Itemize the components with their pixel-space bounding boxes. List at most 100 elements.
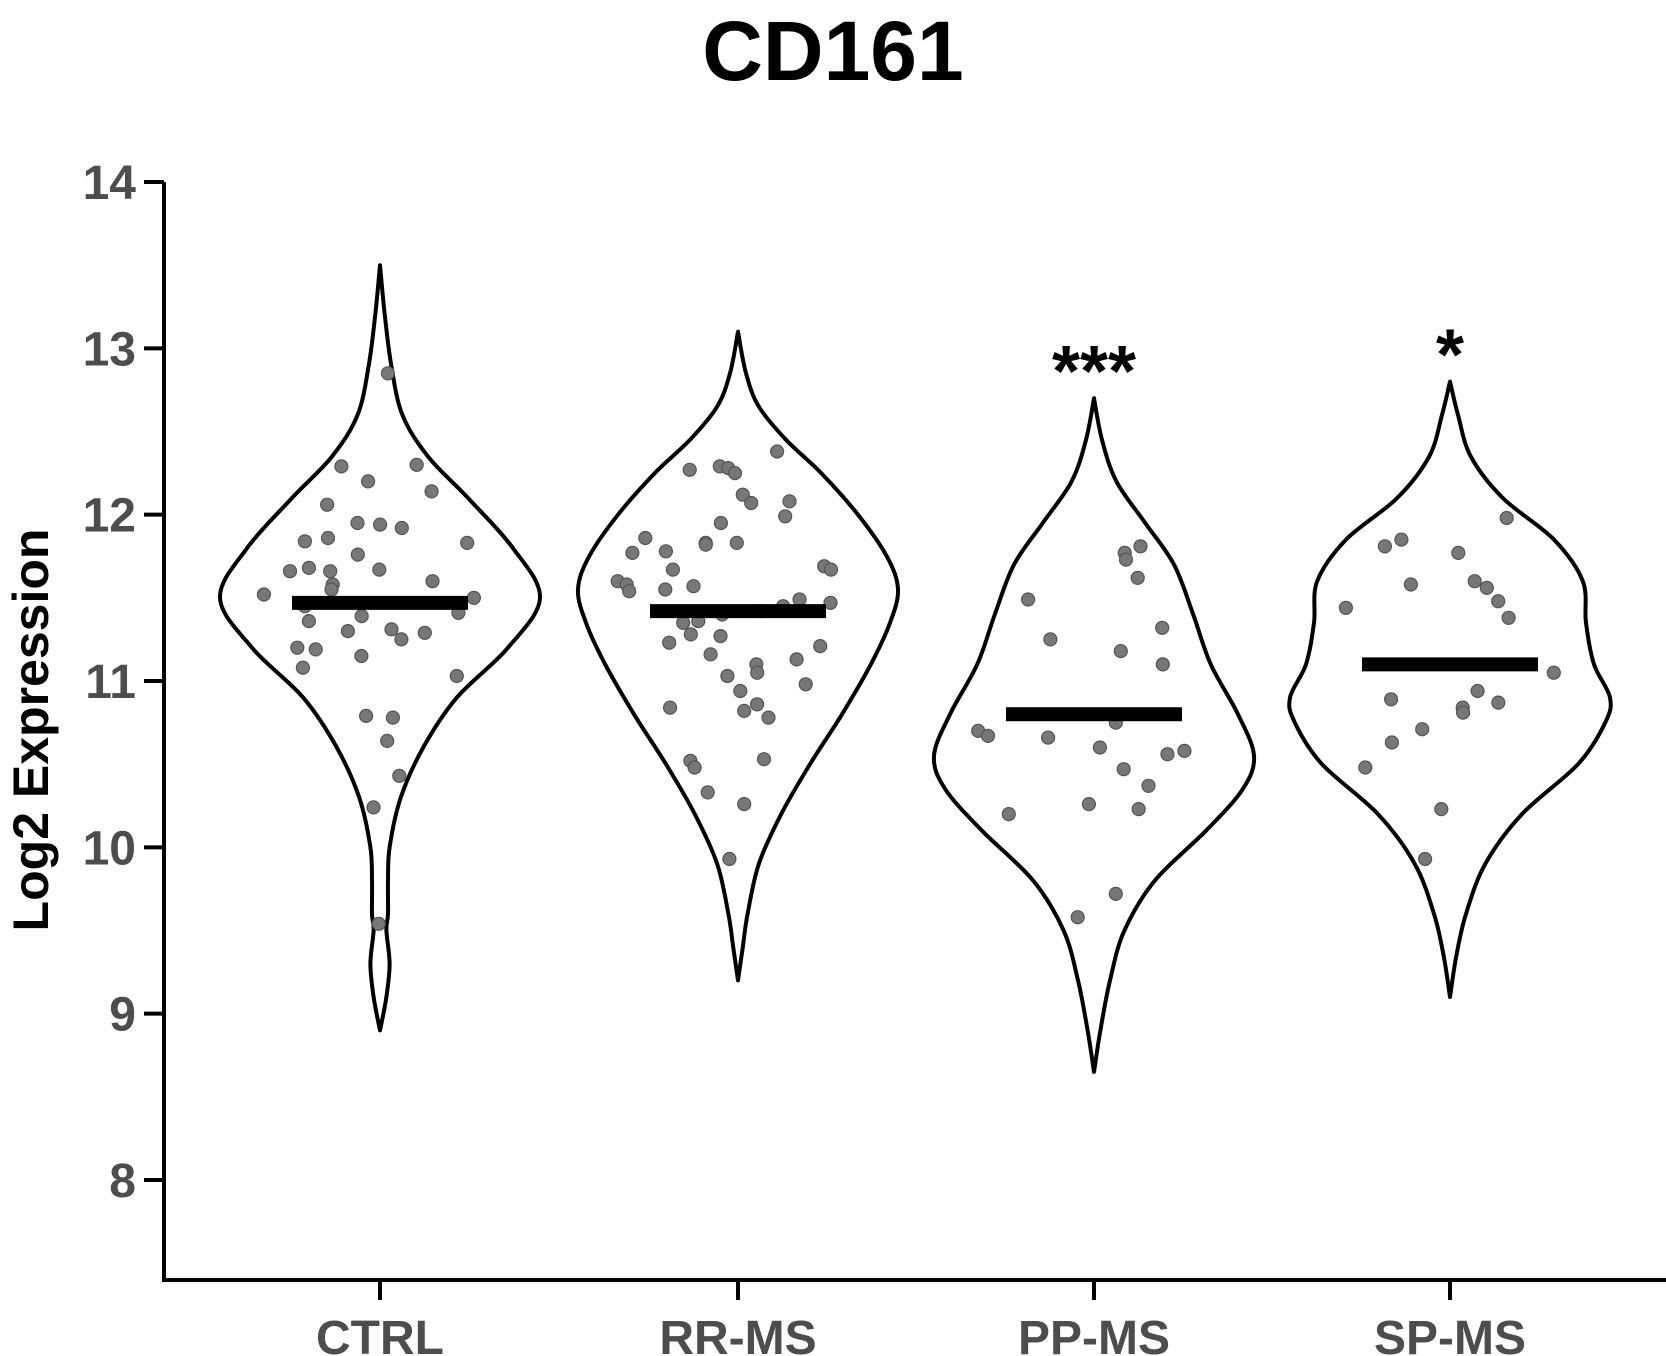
data-point-rr-ms — [782, 494, 797, 509]
violin-pp-ms — [931, 396, 1257, 1074]
data-point-ctrl — [424, 484, 439, 499]
violins — [217, 263, 1613, 1074]
data-point-ctrl — [409, 457, 424, 472]
data-point-pp-ms — [980, 728, 996, 744]
data-point-rr-ms — [737, 796, 752, 812]
data-point-sp-ms — [1479, 580, 1494, 596]
data-point-rr-ms — [676, 615, 691, 630]
data-point-pp-ms — [1155, 620, 1170, 635]
data-point-ctrl — [380, 733, 395, 749]
data-point-pp-ms — [1040, 730, 1056, 745]
data-point-pp-ms — [1133, 539, 1148, 554]
data-point-ctrl — [384, 622, 399, 637]
data-point-sp-ms — [1491, 695, 1506, 710]
data-point-pp-ms — [1177, 743, 1192, 759]
y-tick-label: 13 — [83, 323, 136, 376]
data-point-rr-ms — [749, 697, 765, 712]
data-point-ctrl — [354, 648, 369, 664]
data-point-sp-ms — [1383, 692, 1399, 707]
data-point-ctrl — [340, 623, 355, 639]
data-point-rr-ms — [823, 595, 838, 610]
data-point-rr-ms — [792, 592, 807, 607]
y-tick-label: 14 — [83, 157, 137, 210]
data-point-rr-ms — [722, 851, 737, 867]
data-point-rr-ms — [686, 579, 701, 594]
data-point-sp-ms — [1377, 539, 1393, 554]
data-point-rr-ms — [729, 535, 744, 551]
data-point-ctrl — [256, 587, 271, 602]
data-point-pp-ms — [1141, 778, 1156, 793]
y-axis-label: Log2 Expression — [3, 529, 59, 932]
data-point-sp-ms — [1501, 610, 1516, 625]
median-bars — [292, 595, 1538, 722]
data-point-rr-ms — [713, 628, 728, 644]
significance-sp-ms: * — [1436, 316, 1464, 396]
data-point-pp-ms — [1155, 657, 1170, 672]
data-point-ctrl — [308, 642, 323, 657]
data-point-ctrl — [350, 547, 365, 562]
data-point-ctrl — [301, 613, 316, 629]
x-tick-label: PP-MS — [1018, 1312, 1170, 1356]
x-tick-label: SP-MS — [1374, 1312, 1526, 1356]
data-point-ctrl — [380, 366, 395, 381]
data-point-rr-ms — [638, 530, 653, 546]
data-point-ctrl — [392, 768, 407, 783]
data-point-ctrl — [460, 535, 475, 551]
data-point-rr-ms — [713, 515, 729, 531]
data-point-rr-ms — [798, 677, 813, 692]
data-point-rr-ms — [662, 635, 677, 650]
data-point-rr-ms — [698, 537, 713, 552]
data-point-ctrl — [334, 459, 349, 474]
data-point-ctrl — [385, 710, 400, 725]
significance-pp-ms: *** — [1052, 332, 1136, 412]
data-point-ctrl — [372, 562, 387, 577]
data-point-rr-ms — [735, 487, 750, 502]
data-point-sp-ms — [1434, 801, 1449, 817]
data-point-pp-ms — [1070, 910, 1085, 925]
data-point-sp-ms — [1415, 722, 1430, 737]
data-point-ctrl — [425, 574, 440, 589]
data-point-ctrl — [323, 564, 338, 579]
data-point-rr-ms — [658, 544, 674, 559]
data-point-sp-ms — [1394, 532, 1409, 547]
data-point-rr-ms — [727, 466, 743, 481]
data-point-sp-ms — [1455, 705, 1471, 720]
data-point-sp-ms — [1403, 577, 1419, 592]
data-point-sp-ms — [1384, 735, 1400, 750]
data-point-sp-ms — [1451, 545, 1466, 561]
data-point-ctrl — [361, 474, 376, 489]
data-point-pp-ms — [1001, 806, 1016, 822]
data-point-ctrl — [320, 530, 336, 546]
violin-sp-ms — [1287, 379, 1613, 999]
x-tick-label: RR-MS — [659, 1312, 816, 1356]
significance-markers: **** — [1052, 316, 1464, 413]
data-point-sp-ms — [1470, 683, 1485, 699]
data-point-rr-ms — [682, 462, 697, 477]
data-point-rr-ms — [662, 700, 678, 715]
data-point-ctrl — [417, 625, 432, 640]
data-point-rr-ms — [750, 665, 765, 680]
data-point-ctrl — [394, 632, 409, 647]
data-point-pp-ms — [1160, 747, 1175, 762]
data-point-sp-ms — [1546, 665, 1561, 680]
data-point-rr-ms — [687, 760, 702, 775]
data-point-rr-ms — [703, 647, 718, 662]
data-point-ctrl — [301, 560, 316, 576]
data-point-rr-ms — [823, 562, 839, 577]
data-point-sp-ms — [1417, 851, 1433, 867]
data-point-pp-ms — [1113, 643, 1128, 659]
data-point-rr-ms — [720, 668, 735, 684]
data-point-ctrl — [324, 582, 339, 597]
y-tick-label: 9 — [109, 989, 136, 1042]
data-point-ctrl — [320, 497, 335, 512]
data-point-rr-ms — [658, 582, 673, 597]
data-point-ctrl — [359, 708, 374, 724]
chart-title: CD161 — [702, 4, 963, 98]
data-point-pp-ms — [1131, 801, 1146, 817]
data-point-ctrl — [373, 517, 388, 532]
data-point-ctrl — [366, 800, 381, 815]
data-point-pp-ms — [1092, 740, 1108, 755]
data-point-rr-ms — [778, 509, 793, 524]
